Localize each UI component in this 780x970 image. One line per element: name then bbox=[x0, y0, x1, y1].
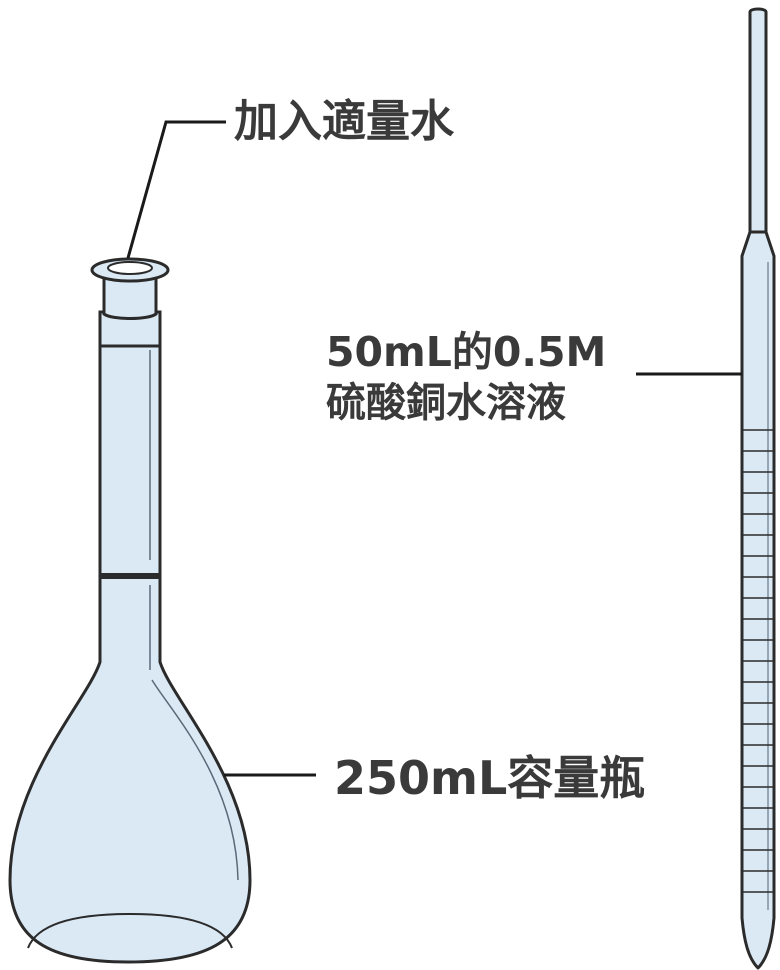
flask-rim-inner bbox=[107, 261, 153, 275]
flask-body-highlight bbox=[151, 679, 239, 881]
pipette-graduations bbox=[742, 429, 774, 893]
add-water-label: 加入適量水 bbox=[234, 96, 455, 147]
solution-label-line2: 硫酸銅水溶液 bbox=[326, 380, 566, 426]
flask-body bbox=[8, 316, 252, 964]
add-water-leader-line bbox=[126, 120, 226, 259]
flask-graduation-mark bbox=[100, 573, 160, 579]
pipette-tube bbox=[740, 230, 776, 970]
pipette bbox=[740, 7, 776, 970]
flask-bottom-ellipse bbox=[27, 912, 233, 949]
solution-label-line1: 50mL的0.5M bbox=[326, 328, 606, 376]
pipette-upper-stem bbox=[748, 7, 768, 234]
flask-label: 250mL容量瓶 bbox=[334, 751, 645, 805]
flask-mouth bbox=[102, 276, 158, 320]
volumetric-flask bbox=[8, 257, 252, 964]
